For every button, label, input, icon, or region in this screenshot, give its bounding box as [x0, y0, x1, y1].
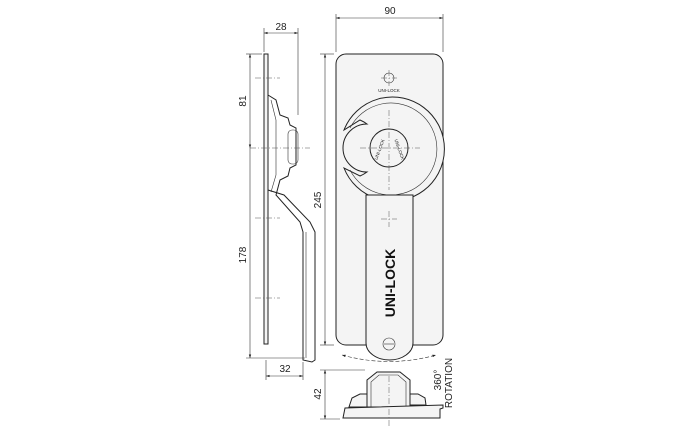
rotation-degrees: 360° — [433, 370, 444, 391]
dim-81: 81 — [238, 95, 249, 107]
side-dimensions: 28 81 178 32 — [238, 22, 305, 380]
dim-178: 178 — [238, 246, 249, 263]
dim-32: 32 — [279, 364, 291, 375]
dim-245: 245 — [313, 191, 324, 208]
small-brand-text: UNI-LOCK — [378, 88, 400, 93]
handle-hole — [382, 337, 396, 351]
dim-28: 28 — [275, 22, 287, 33]
side-plate — [263, 53, 269, 345]
rotation-label: ROTATION — [444, 358, 455, 408]
dim-90: 90 — [384, 6, 396, 17]
side-view — [250, 53, 316, 363]
bottom-dimensions: 42 360° ROTATION — [313, 358, 455, 420]
handle-brand-text: UNI-LOCK — [382, 249, 398, 317]
front-view: UNI-LOCK UNI-LOCK UNI-LOCK UNI-LOCK — [335, 53, 445, 362]
handle — [365, 194, 414, 361]
side-boss — [267, 94, 316, 363]
front-dimensions: 90 245 — [313, 6, 444, 346]
dim-42: 42 — [313, 388, 324, 400]
bottom-view — [342, 371, 444, 426]
